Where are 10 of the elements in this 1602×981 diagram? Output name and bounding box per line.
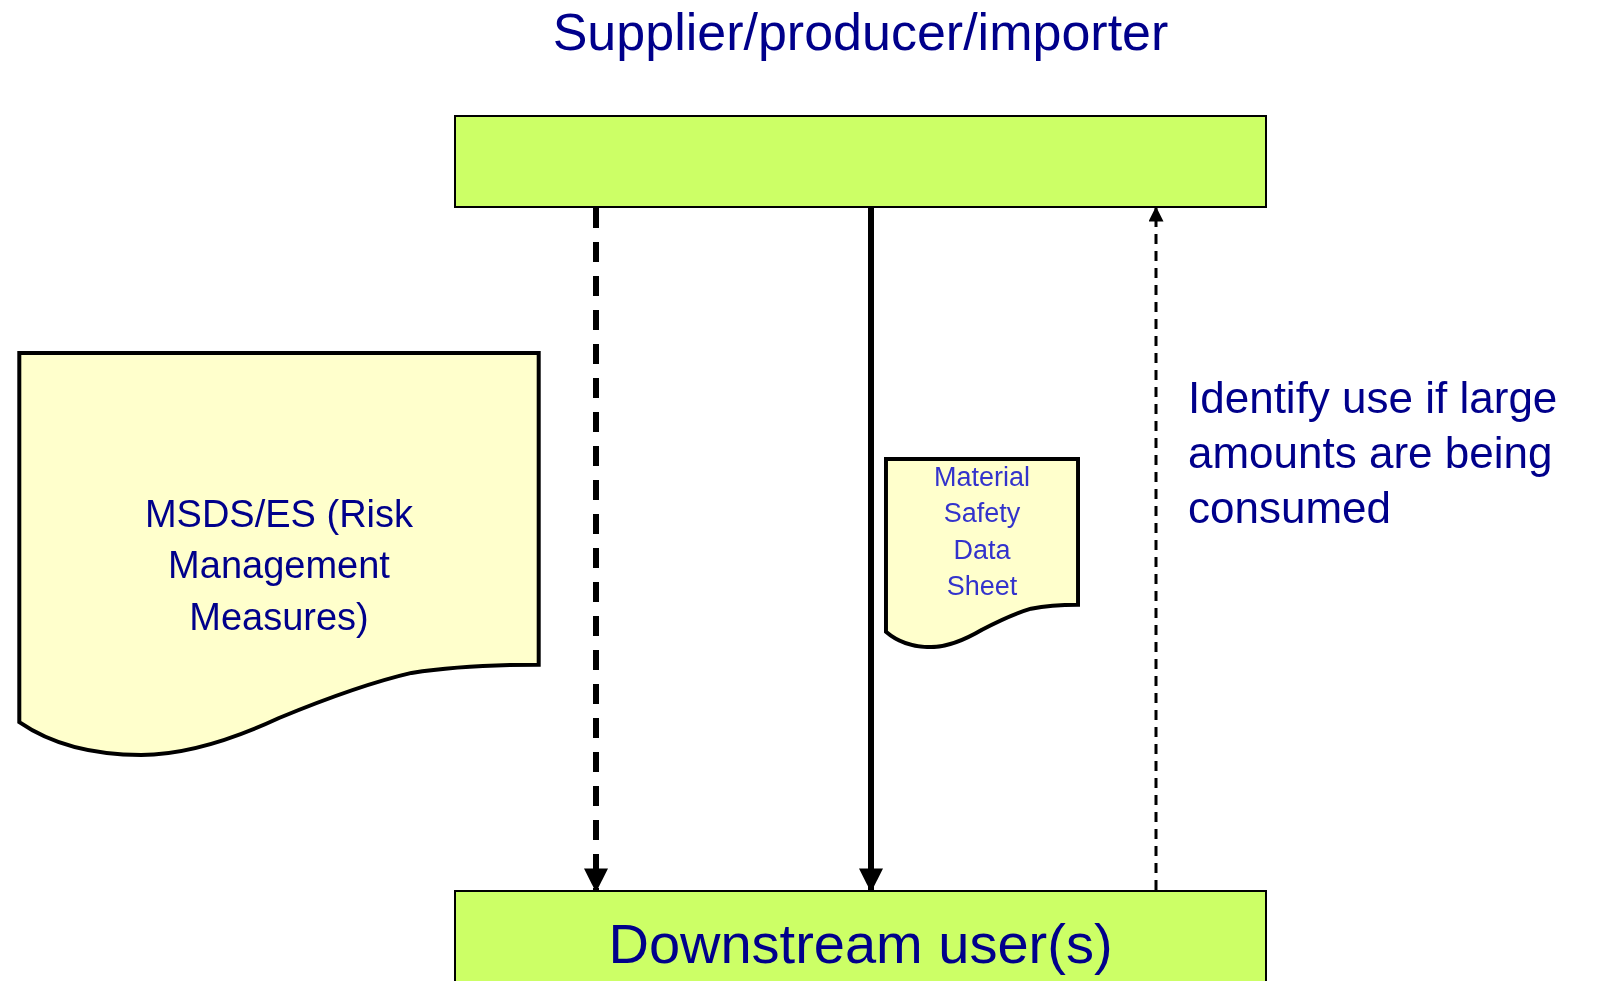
document-label: Material Safety Data Sheet — [933, 461, 1031, 604]
arrow — [1148, 206, 1164, 890]
document-label: MSDS/ES (Risk Management Measures) — [143, 492, 415, 640]
process-box — [454, 890, 1267, 981]
document-shape — [884, 457, 1080, 649]
box-heading: Supplier/producer/importer — [551, 2, 1170, 63]
box-label: Downstream user(s) — [607, 911, 1114, 977]
arrow — [859, 208, 883, 893]
arrow — [584, 208, 608, 893]
document-shape — [14, 349, 544, 759]
